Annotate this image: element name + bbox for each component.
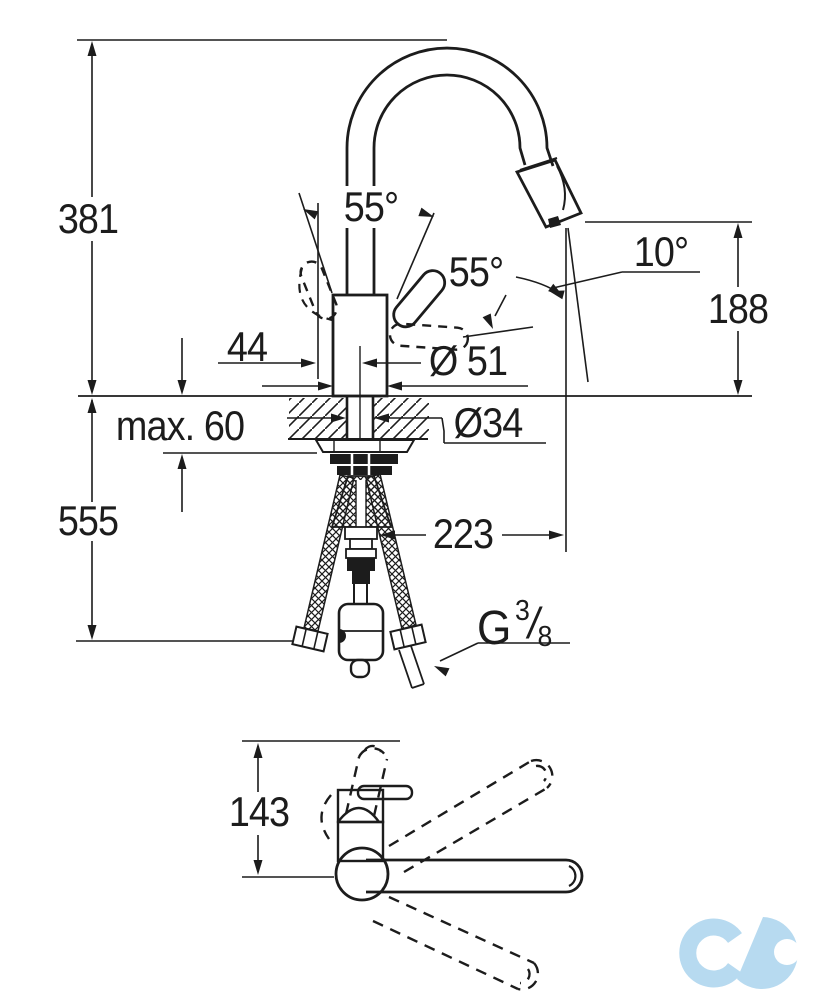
logo-d-counter	[774, 939, 800, 965]
faucet-spout	[345, 46, 583, 296]
co-logo	[679, 917, 800, 989]
handle-top	[356, 784, 414, 801]
lever-ghost-front	[388, 322, 470, 351]
thread-numerator: 3	[515, 595, 530, 627]
dim-spout-reach: 223	[432, 510, 494, 557]
lever-swing-arc	[298, 267, 333, 322]
body-base-circle	[334, 846, 390, 902]
spout-top	[366, 858, 584, 894]
connection-hoses	[291, 473, 427, 689]
countertop-section	[288, 398, 429, 440]
faucet-lever-positions	[298, 260, 470, 351]
dim-counter-thickness: max. 60	[115, 402, 245, 449]
thread-denominator: 8	[537, 621, 553, 653]
dim-handle-swing-back: 55°	[341, 186, 401, 228]
dim-outlet-angle: 10°	[633, 228, 689, 275]
logo-c-glyph	[679, 918, 742, 988]
thread-prefix: G	[477, 602, 512, 655]
top-view-drawing	[242, 740, 584, 991]
dim-overall-height: 381	[57, 195, 119, 242]
faucet-body	[331, 293, 389, 439]
thread-slash: /	[528, 599, 540, 648]
dim-hole-diameter: Ø34	[453, 399, 524, 446]
dim-handle-swing-front: 55°	[448, 248, 504, 295]
dimension-arrowheads	[87, 41, 743, 677]
logo-d-glyph	[737, 917, 798, 989]
handle-dome	[337, 806, 380, 823]
dimension-lines	[76, 39, 752, 662]
dim-outlet-height: 188	[707, 285, 769, 332]
dim-swivel-depth: 143	[228, 788, 290, 835]
dim-body-diameter: Ø 51	[428, 337, 508, 384]
pullout-spray-head	[514, 158, 583, 229]
spout-swivel-ghosts	[320, 744, 554, 991]
pullout-hose-weight	[337, 602, 385, 662]
dim-below-counter: 555	[57, 497, 119, 544]
thread-end-tube	[398, 645, 425, 689]
front-view-drawing	[76, 39, 752, 689]
lever-ghost-back	[299, 260, 339, 321]
dim-handle-clearance: 44	[226, 323, 268, 370]
